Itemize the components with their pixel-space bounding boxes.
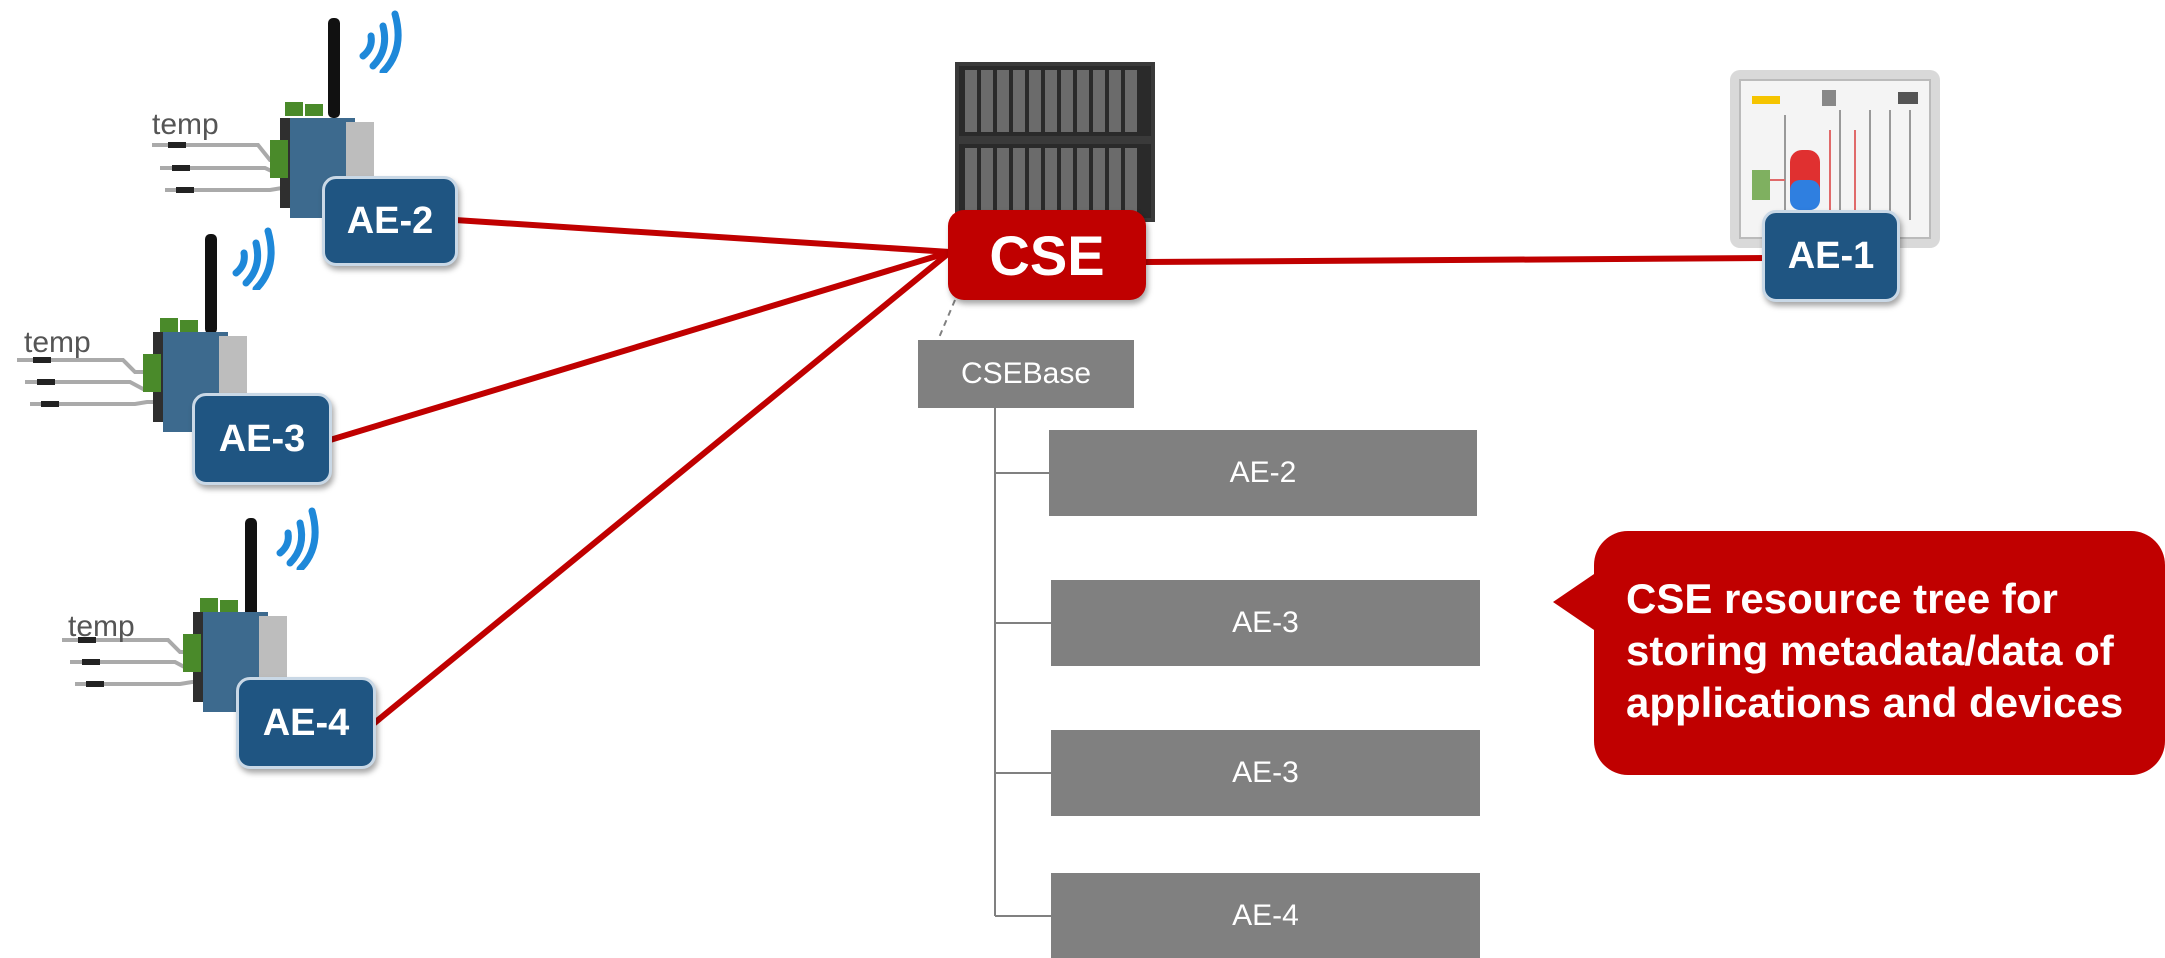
control-panel-icon <box>1730 70 1940 248</box>
ae-node-ae-3[interactable]: AE-3 <box>192 393 332 485</box>
tree-child-ae: AE-3 <box>1051 580 1480 666</box>
callout-note: CSE resource tree for storing metadata/d… <box>1594 531 2165 775</box>
ae-node-ae-2[interactable]: AE-2 <box>322 176 458 266</box>
callout-pointer <box>1553 572 1597 632</box>
wifi-signal-icon <box>359 10 402 73</box>
wire-ae3-cse <box>329 249 951 443</box>
wire-ae2-cse <box>454 217 951 255</box>
sensor-label-temp: temp <box>152 108 219 141</box>
tree-child-ae: AE-3 <box>1051 730 1480 816</box>
wifi-signal-icon <box>232 227 275 290</box>
ae-node-ae-4[interactable]: AE-4 <box>236 677 376 769</box>
cse-node[interactable]: CSE <box>948 210 1146 300</box>
sensor-label-temp: temp <box>24 326 91 359</box>
wire-ae4-cse <box>370 249 952 728</box>
wifi-signal-icon <box>276 507 319 570</box>
tree-root-csebase: CSEBase <box>918 340 1134 408</box>
tree-child-ae: AE-2 <box>1049 430 1477 516</box>
server-rack-icon <box>955 62 1155 222</box>
tree-child-ae: AE-4 <box>1051 873 1480 958</box>
cse-to-csebase-dashed-line <box>937 299 956 341</box>
ae-node-ae-1[interactable]: AE-1 <box>1762 210 1900 302</box>
sensor-label-temp: temp <box>68 610 135 643</box>
tree-connectors <box>994 408 1051 917</box>
wire-cse-ae1 <box>1144 255 1769 265</box>
